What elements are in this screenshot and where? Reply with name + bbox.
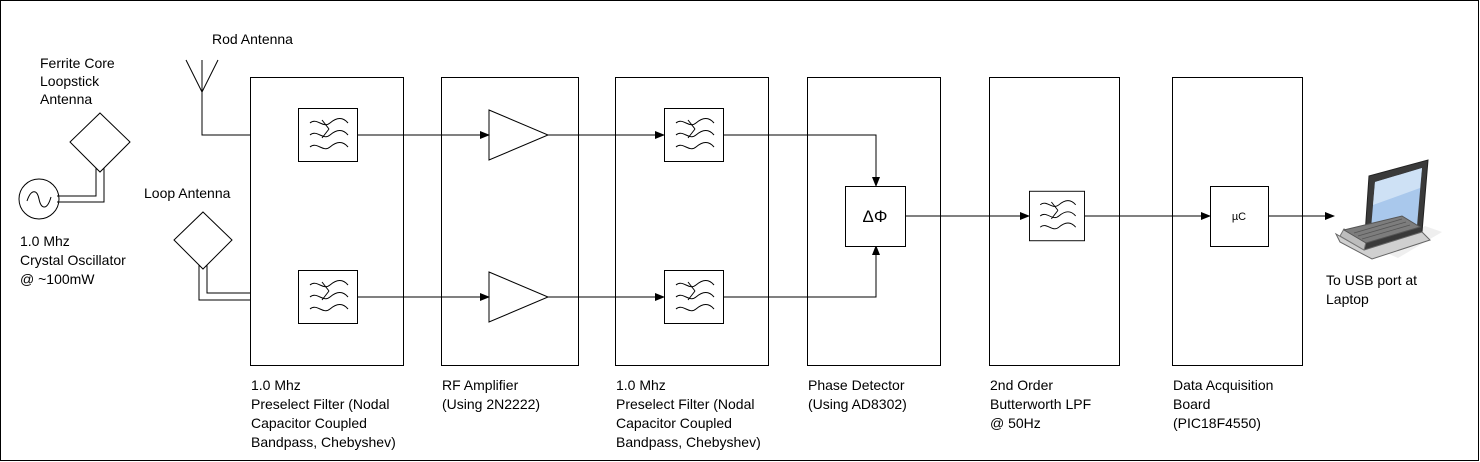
caption-preselect-1: 1.0 Mhz Preselect Filter (Nodal Capacito… xyxy=(251,377,396,450)
oscillator-icon xyxy=(18,178,60,220)
loop-antenna-icon xyxy=(173,211,233,270)
laptop-icon xyxy=(1334,159,1442,260)
caption-daq: Data Acquisition Board (PIC18F4550) xyxy=(1173,377,1277,431)
crystal-oscillator: 1.0 Mhz Crystal Oscillator @ ~100mW xyxy=(18,178,130,287)
filter-icon-preselect-2-top xyxy=(664,108,724,162)
filter-icon-preselect-1-top xyxy=(298,108,358,162)
ferrite-antenna-icon xyxy=(69,112,131,173)
stage-box-phase-detector xyxy=(807,77,941,366)
caption-phase-detector: Phase Detector (Using AD8302) xyxy=(808,377,908,412)
rod-antenna-label: Rod Antenna xyxy=(212,31,293,47)
amplifier-icon-top xyxy=(488,109,550,161)
caption-rf-amplifier: RF Amplifier (Using 2N2222) xyxy=(442,377,540,412)
caption-lpf: 2nd Order Butterworth LPF @ 50Hz xyxy=(990,377,1095,431)
filter-icon-preselect-2-bottom xyxy=(664,270,724,324)
amplifier-icon-bottom xyxy=(488,271,550,323)
phase-detector-block xyxy=(845,186,906,247)
micro-symbol: µC xyxy=(1232,211,1246,223)
loop-antenna-label: Loop Antenna xyxy=(144,185,231,201)
caption-preselect-2: 1.0 Mhz Preselect Filter (Nodal Capacito… xyxy=(616,377,761,450)
phase-symbol: ΔΦ xyxy=(863,207,888,226)
rod-antenna: Rod Antenna xyxy=(185,31,299,139)
filter-icon-preselect-1-bottom xyxy=(298,270,358,324)
ferrite-antenna: Ferrite Core Loopstick Antenna xyxy=(40,55,131,203)
filter-icon-lpf xyxy=(1029,190,1085,242)
stage-box-rf-amplifier xyxy=(441,77,579,366)
rod-antenna-icon xyxy=(185,59,219,94)
oscillator-label: 1.0 Mhz Crystal Oscillator @ ~100mW xyxy=(20,233,130,287)
ferrite-label: Ferrite Core Loopstick Antenna xyxy=(40,55,119,107)
laptop-label: To USB port at Laptop xyxy=(1326,272,1421,307)
